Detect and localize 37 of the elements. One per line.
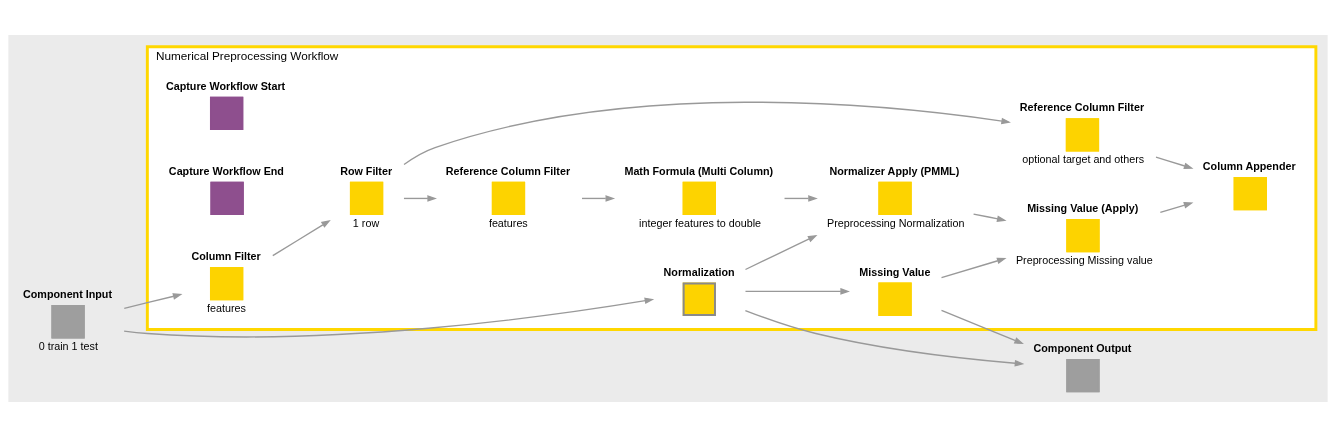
arrow — [940, 309, 1024, 344]
arrow — [403, 194, 437, 202]
node-label: features — [488, 216, 528, 229]
arrow — [744, 309, 1025, 367]
node-label: Missing Value — [859, 265, 931, 278]
node-label: Reference Column Filter — [445, 164, 571, 177]
arrow — [1159, 201, 1194, 213]
arrow — [581, 194, 616, 202]
arrow — [123, 297, 655, 338]
arrow — [972, 212, 1007, 222]
node-label: Component Output — [1033, 341, 1132, 354]
node-label: Column Filter — [191, 249, 261, 262]
node-label: Normalization — [663, 265, 735, 278]
node-label: 1 row — [352, 216, 380, 229]
node-label: Missing Value (Apply) — [1027, 201, 1139, 214]
node-label: integer features to double — [639, 216, 762, 229]
node-label: Column Appender — [1202, 159, 1296, 172]
node-label: Component Input — [23, 287, 113, 300]
arrow — [940, 257, 1007, 278]
node-label: Preprocessing Normalization — [827, 216, 965, 229]
arrow — [744, 287, 850, 295]
node-label: Math Formula (Multi Column) — [624, 164, 774, 177]
node-label: Row Filter — [340, 164, 393, 177]
node-label: Capture Workflow End — [168, 164, 284, 177]
node-label: optional target and others — [1022, 152, 1145, 165]
arrow — [123, 292, 183, 309]
node-label: features — [207, 301, 246, 314]
node-label: 0 train 1 test — [38, 339, 98, 352]
node-label: Reference Column Filter — [1019, 100, 1145, 113]
arrow — [403, 101, 1011, 165]
node-label: Preprocessing Missing value — [1015, 253, 1153, 266]
node-label: Normalizer Apply (PMML) — [829, 164, 960, 177]
arrow — [783, 194, 818, 202]
node-label: Capture Workflow Start — [165, 79, 286, 92]
arrow — [1155, 155, 1194, 169]
arrow — [272, 219, 331, 256]
arrow — [744, 234, 818, 270]
